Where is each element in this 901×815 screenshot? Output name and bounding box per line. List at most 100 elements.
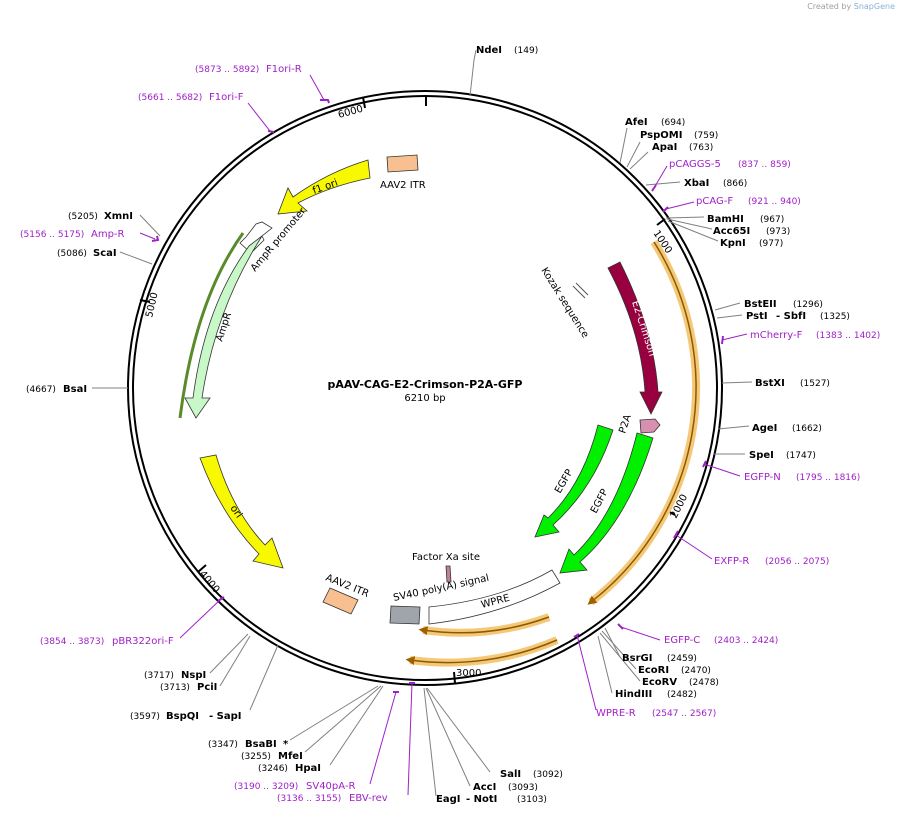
feature-sv40-polya [389, 605, 421, 625]
leader-f1ori-f [247, 102, 271, 132]
primer-mark-pcag-f [662, 206, 669, 213]
enzyme-eagi: EagI [436, 794, 460, 805]
primer-amp-r-pos: (5156 .. 5175) [20, 230, 84, 240]
leader-ecori [601, 630, 637, 670]
primer-egfp-c-pos: (2403 .. 2424) [714, 636, 778, 646]
primer-mark-exfp-r [673, 530, 679, 539]
primer-leaders [139, 74, 748, 796]
enzyme-ecori: EcoRI [638, 665, 669, 676]
enzyme-ndei-pos: (149) [514, 46, 538, 56]
enzyme-pcii-pos: (3713) [160, 683, 190, 693]
leader-scai [119, 251, 153, 265]
tick-mark-5000 [139, 299, 151, 303]
primer-exfp-r-pos: (2056 .. 2075) [765, 557, 829, 567]
leader-bspqi [249, 644, 279, 711]
tick-mark-3000 [453, 671, 456, 684]
feature-ampr-orf-line [178, 232, 245, 419]
leader-exfp-r [675, 534, 713, 560]
feature-e2-crimson [607, 261, 663, 415]
label-p2a: P2A [617, 413, 633, 435]
enzyme-bsrgi: BsrGI [622, 653, 652, 664]
enzyme-bsai: BsaI [63, 384, 87, 395]
leader-egfp-n [703, 463, 741, 477]
leader-pcii [219, 635, 251, 687]
enzyme-leaders [92, 49, 753, 797]
enzyme-labels-left: (5873 .. 5892) F1ori-R (5661 .. 5682) F1… [20, 64, 388, 804]
primer-f1ori-f-pos: (5661 .. 5682) [138, 93, 202, 103]
enzyme-mfei: MfeI [278, 751, 303, 762]
enzyme-nspi: NspI [181, 670, 206, 681]
label-factor-xa: Factor Xa site [412, 552, 480, 563]
primer-mark-f1ori-r [320, 99, 330, 104]
enzyme-pspomi-pos: (759) [694, 131, 718, 141]
enzyme-bstxi: BstXI [755, 378, 785, 389]
enzyme-kpni-pos: (977) [759, 239, 783, 249]
enzyme-bamhi-pos: (967) [760, 215, 784, 225]
orf-arc-2 [418, 616, 550, 636]
leader-sali [426, 687, 491, 773]
primer-pcag-f-pos: (921 .. 940) [748, 197, 801, 207]
enzyme-acc65i-pos: (973) [766, 227, 790, 237]
leader-hindiii [597, 635, 613, 694]
leader-mfei [304, 685, 382, 753]
leader-xbai [645, 181, 681, 186]
primer-wpre-r: WPRE-R [596, 708, 636, 719]
primer-pbr322ori-f-pos: (3854 .. 3873) [40, 637, 104, 647]
primer-sv40pa-r-pos: (3190 .. 3209) [234, 782, 298, 792]
enzyme-pcii: PciI [197, 682, 217, 693]
leader-bsabi [289, 685, 379, 741]
enzyme-sbfi: - SbfI [776, 311, 806, 322]
snapgene-credit: Created by SnapGene [807, 2, 895, 11]
leader-mcherry-f [721, 333, 748, 341]
primer-pbr322ori-f: pBR322ori-F [112, 636, 174, 647]
enzyme-bspqi: BspQI [166, 711, 199, 722]
feature-wpre [428, 569, 561, 625]
tick-mark-4000 [197, 564, 207, 573]
feature-ampr [184, 235, 263, 419]
primer-ebv-rev-pos: (3136 .. 3155) [277, 794, 341, 804]
leader-amp-r [139, 232, 156, 240]
orf-highlights [405, 239, 700, 667]
leader-pcaggs-5 [653, 165, 668, 189]
enzyme-acci-pos: (3093) [508, 783, 538, 793]
feature-p2a [639, 418, 661, 434]
enzyme-ecorv-pos: (2478) [689, 678, 719, 688]
tick-5000: 5000 [144, 291, 160, 318]
enzyme-sali-pos: (3092) [533, 770, 563, 780]
enzyme-agei-pos: (1662) [792, 424, 822, 434]
feature-kozak [572, 282, 589, 299]
enzyme-scai-pos: (5086) [57, 249, 87, 259]
primer-wpre-r-pos: (2547 .. 2567) [652, 709, 716, 719]
primer-mark-f1ori-f [267, 130, 275, 133]
label-kozak: Kozak sequence [538, 266, 590, 340]
enzyme-hindiii-pos: (2482) [667, 690, 697, 700]
enzyme-agei: AgeI [752, 423, 777, 434]
primer-f1ori-r-pos: (5873 .. 5892) [195, 65, 259, 75]
enzyme-scai: ScaI [93, 248, 117, 259]
enzyme-pspomi: PspOMI [640, 130, 682, 141]
primer-exfp-r: EXFP-R [714, 556, 749, 567]
enzyme-sapi: - SapI [209, 711, 241, 722]
primer-mark-amp-r [151, 235, 160, 242]
leader-hpai [329, 685, 384, 766]
orf-arc-3 [405, 639, 558, 666]
primer-mcherry-f-pos: (1383 .. 1402) [816, 331, 880, 341]
feature-aav2-itr-bottom [322, 587, 359, 615]
leader-ebv-rev [407, 682, 413, 796]
enzyme-apai: ApaI [652, 142, 677, 153]
orf-arc-1 [587, 241, 697, 605]
feature-f1-ori [277, 159, 371, 215]
leader-wpre-r [576, 634, 597, 711]
enzyme-ecori-pos: (2470) [681, 666, 711, 676]
enzyme-eagi-pos: (3103) [517, 795, 547, 805]
enzyme-hpai: HpaI [295, 763, 321, 774]
enzyme-bsabi-pos: (3347) [208, 740, 238, 750]
leader-pcag-f [665, 201, 695, 210]
enzyme-ndei: NdeI [476, 45, 502, 56]
enzyme-acc65i: Acc65I [713, 226, 750, 237]
feature-factor-xa-site [445, 565, 452, 583]
enzyme-bspqi-pos: (3597) [130, 712, 160, 722]
credit-prefix: Created by [807, 2, 852, 11]
enzyme-acci: AccI [473, 782, 496, 793]
enzyme-bsrgi-pos: (2459) [667, 654, 697, 664]
